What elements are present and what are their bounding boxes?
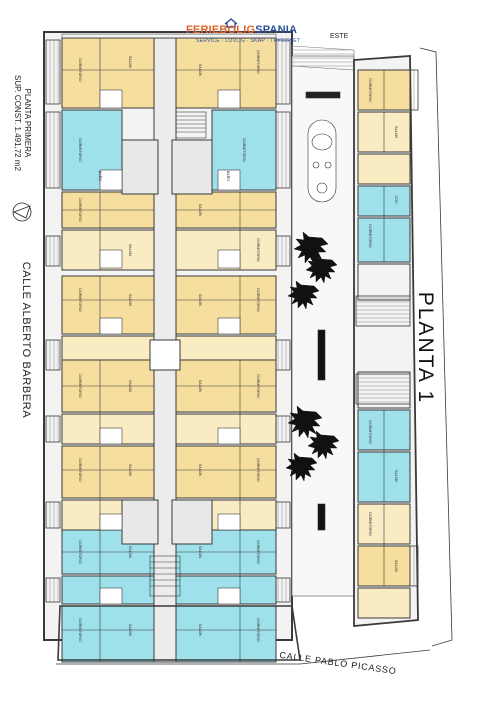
property-line xyxy=(419,47,453,647)
logo-name-orange: FERIEBOLIG xyxy=(186,24,256,36)
room-label: DORMITORIO xyxy=(78,618,82,642)
room-label: SALON xyxy=(128,545,132,559)
interior-partitions xyxy=(62,38,276,662)
plan-name: PLANTA PRIMERA xyxy=(23,88,32,158)
room-label: DORMITORIO xyxy=(78,374,82,398)
room-label: DORMITORIO xyxy=(256,238,260,262)
room-label: SALON xyxy=(198,545,202,559)
plan-surface: SUP. CONST. 1.491,72 m2 xyxy=(13,75,22,171)
courtyard-seating xyxy=(305,91,341,531)
room-label: DORMITORIO xyxy=(78,540,82,564)
room-label: SALON xyxy=(198,293,202,307)
room-label: SALON xyxy=(198,463,202,477)
room-label: SALON xyxy=(198,379,202,393)
street-label-left: CALLE ALBERTO BARBERA xyxy=(20,261,32,419)
street-curb xyxy=(56,649,431,665)
room-label: DORMITORIO xyxy=(256,458,260,482)
room-label: SALON xyxy=(198,203,202,217)
room-label: DORMITORIO xyxy=(256,618,260,642)
east-block-terraces xyxy=(355,69,419,587)
room-label: SALON xyxy=(198,623,202,637)
room-label: SALON xyxy=(128,463,132,477)
plan-caption: PLANTA PRIMERA SUP. CONST. 1.491,72 m2 xyxy=(12,75,32,171)
room-label: DORMITORIO xyxy=(368,512,372,536)
bottom-extension-outline xyxy=(57,605,301,661)
company-logo: FERIEBOLIGSPANIA SERVICE · LOVLIG · SKAP… xyxy=(186,18,346,48)
room-label: DORMITORIO xyxy=(368,224,372,248)
room-label: SALON xyxy=(128,623,132,637)
room-label: DORMITORIO xyxy=(368,420,372,444)
room-label: SALON xyxy=(128,243,132,257)
room-label: SALON xyxy=(128,55,132,69)
logo-wordmark: FERIEBOLIGSPANIA xyxy=(186,24,297,36)
room-label: BAÑO xyxy=(226,170,230,182)
room-label: SALON xyxy=(128,379,132,393)
room-label: SALON xyxy=(128,293,132,307)
room-label: DORMITORIO xyxy=(78,288,82,312)
courtyard-palm-trees xyxy=(285,231,340,482)
room-label: DORMITORIO xyxy=(78,58,82,82)
room-label: SALON xyxy=(394,559,398,573)
logo-tagline: SERVICE · LOVLIG · SKAP · TRYGGHET xyxy=(196,38,301,44)
north-arrow-icon xyxy=(12,202,32,222)
room-label: COC. xyxy=(394,195,398,205)
room-label: SALON xyxy=(394,469,398,483)
room-label: DORMITORIO xyxy=(78,138,82,162)
house-icon xyxy=(224,18,238,28)
logo-name-blue: SPANIA xyxy=(255,24,298,36)
room-label: DORMITORIO xyxy=(256,374,260,398)
sheet-title: PLANTA 1 xyxy=(414,291,437,405)
courtyard-entrance-hatch xyxy=(291,45,355,71)
room-label: SALON xyxy=(198,63,202,77)
room-label: BAÑO xyxy=(98,170,102,182)
room-label: DORMITORIO xyxy=(242,138,246,162)
room-label: DORMITORIO xyxy=(78,198,82,222)
right-terraces xyxy=(275,39,291,603)
room-label: DORMITORIO xyxy=(368,78,372,102)
street-label-top: ESTE xyxy=(330,33,349,40)
room-label: DORMITORIO xyxy=(256,50,260,74)
room-label: SALON xyxy=(394,125,398,139)
room-label: DORMITORIO xyxy=(78,458,82,482)
left-terraces xyxy=(45,39,61,603)
room-label: DORMITORIO xyxy=(256,540,260,564)
top-eave xyxy=(61,33,277,39)
room-label: DORMITORIO xyxy=(256,288,260,312)
bathroom-boxes xyxy=(99,89,241,605)
